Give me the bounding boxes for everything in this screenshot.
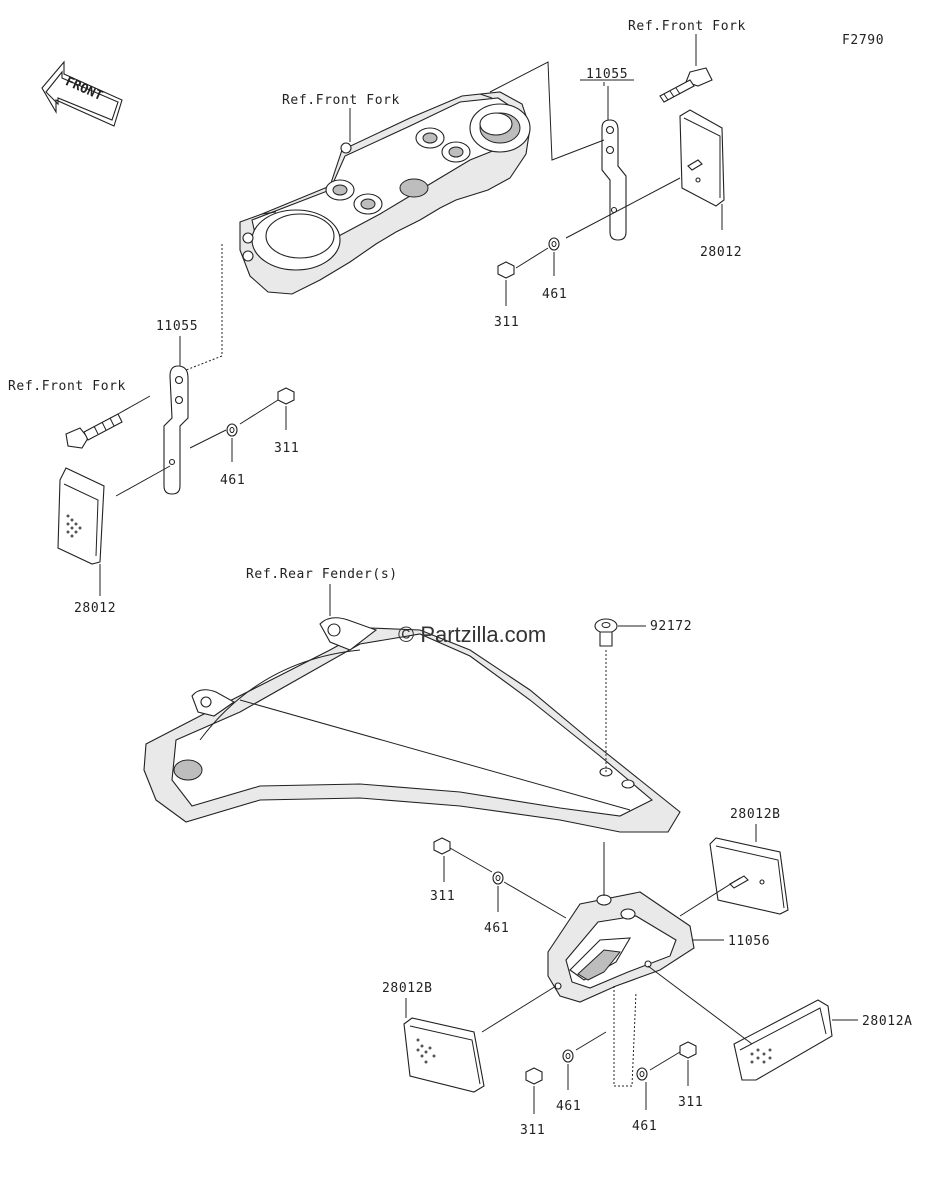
rear-reflector-bracket-11056-icon bbox=[547, 891, 695, 1003]
label-28012A: 28012A bbox=[862, 1014, 913, 1029]
washer-461-rear-br-icon bbox=[636, 1067, 648, 1081]
label-311-right: 311 bbox=[494, 315, 519, 330]
rear-fender-illustration bbox=[143, 617, 681, 833]
label-ref-front-fork-top-right: Ref.Front Fork bbox=[628, 19, 746, 34]
nut-311-rear-br-icon bbox=[679, 1041, 697, 1059]
nut-311-right-icon bbox=[497, 261, 515, 279]
washer-461-left-icon bbox=[226, 423, 238, 437]
washer-461-rear-bl-icon bbox=[562, 1049, 574, 1063]
label-461-left: 461 bbox=[220, 473, 245, 488]
reflector-28012B-left-icon bbox=[403, 1017, 485, 1093]
label-461-rear-top: 461 bbox=[484, 921, 509, 936]
reflector-28012-left-icon bbox=[57, 467, 105, 565]
bolt-left-icon bbox=[65, 413, 123, 449]
stay-bracket-right-icon bbox=[601, 119, 627, 241]
label-11055-right: 11055 bbox=[586, 67, 628, 82]
front-arrow-icon: FRONT bbox=[41, 60, 123, 127]
label-ref-front-fork-left: Ref.Front Fork bbox=[8, 379, 126, 394]
front-fork-bracket-illustration bbox=[239, 91, 531, 295]
label-311-left: 311 bbox=[274, 441, 299, 456]
watermark: © Partzilla.com bbox=[398, 622, 546, 647]
reflector-28012A-icon bbox=[733, 999, 833, 1081]
nut-311-left-icon bbox=[277, 387, 295, 405]
label-ref-rear-fender: Ref.Rear Fender(s) bbox=[246, 567, 398, 582]
leader-lines bbox=[99, 34, 858, 1114]
diagram-id: F2790 bbox=[842, 33, 884, 48]
stay-bracket-left-icon bbox=[163, 365, 189, 495]
label-461-right: 461 bbox=[542, 287, 567, 302]
nut-311-rear-top-icon bbox=[433, 837, 451, 855]
label-311-rear-br: 311 bbox=[678, 1095, 703, 1110]
washer-461-right-icon bbox=[548, 237, 560, 251]
nut-311-rear-bl-icon bbox=[525, 1067, 543, 1085]
bolt-right-icon bbox=[659, 67, 713, 103]
label-28012B-left: 28012B bbox=[382, 981, 433, 996]
label-11056: 11056 bbox=[728, 934, 770, 949]
label-28012-left: 28012 bbox=[74, 601, 116, 616]
screw-92172-icon bbox=[594, 618, 618, 647]
label-311-rear-bl: 311 bbox=[520, 1123, 545, 1138]
reflector-28012B-top-icon bbox=[709, 837, 789, 915]
label-461-rear-br: 461 bbox=[632, 1119, 657, 1134]
label-28012B-top: 28012B bbox=[730, 807, 781, 822]
label-461-rear-bl: 461 bbox=[556, 1099, 581, 1114]
label-92172: 92172 bbox=[650, 619, 692, 634]
washer-461-rear-top-icon bbox=[492, 871, 504, 885]
label-11055-left: 11055 bbox=[156, 319, 198, 334]
label-28012-right: 28012 bbox=[700, 245, 742, 260]
label-ref-front-fork-top-center: Ref.Front Fork bbox=[282, 93, 400, 108]
reflector-28012-right-icon bbox=[679, 109, 725, 207]
label-311-rear-top: 311 bbox=[430, 889, 455, 904]
